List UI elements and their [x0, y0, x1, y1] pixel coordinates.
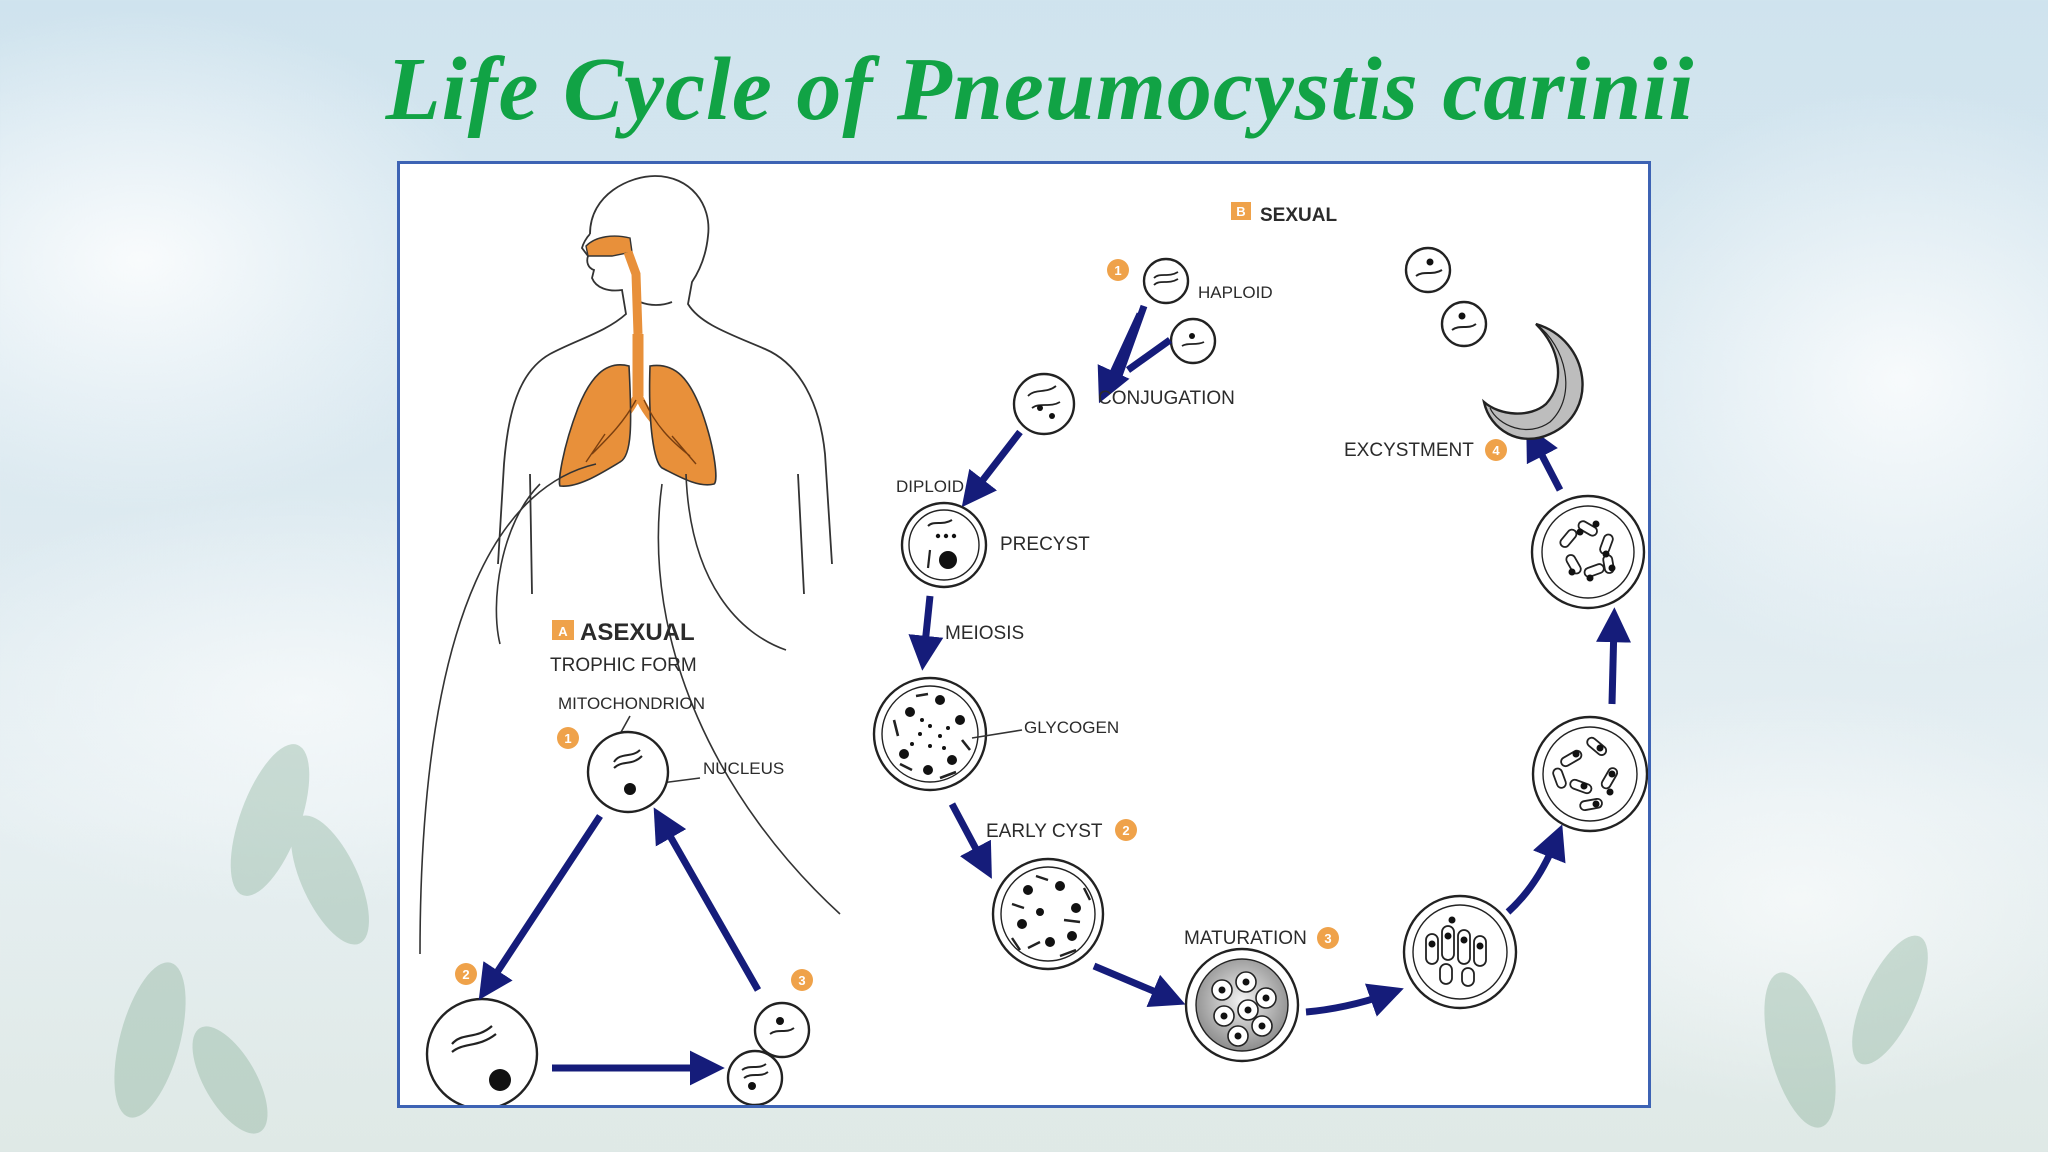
asexual-step1-number: 1 — [564, 731, 571, 746]
asexual-badge-letter: A — [558, 624, 568, 639]
maturation-label: MATURATION — [1184, 928, 1307, 949]
meiosis-arrow — [908, 595, 944, 671]
haploid-cells — [1142, 257, 1217, 365]
asexual-badge — [552, 620, 574, 640]
mature-cyst-cell-2 — [1531, 715, 1648, 833]
sexual-section: B SEXUAL 1 HAPLOID CONJUGATION DIPLOID — [872, 202, 1648, 1063]
diagram-panel: A ASEXUAL TROPHIC FORM MITOCHONDRION NUC… — [397, 161, 1651, 1108]
human-body-outline — [497, 175, 833, 595]
maturation-cyst-cell — [1184, 947, 1300, 1063]
asexual-section: A ASEXUAL TROPHIC FORM MITOCHONDRION NUC… — [425, 619, 813, 1105]
arrow-to-mature-cyst-2 — [1505, 824, 1566, 915]
asexual-step2-number: 2 — [462, 967, 469, 982]
sexual-badge-letter: B — [1236, 204, 1245, 219]
respiratory-tract — [558, 235, 717, 487]
sexual-step1-badge — [1107, 259, 1129, 281]
arrow-to-maturation — [1092, 962, 1186, 1008]
sexual-step3-number: 3 — [1324, 931, 1331, 946]
sexual-step1-number: 1 — [1114, 263, 1121, 278]
asexual-step1-badge — [557, 727, 579, 749]
arrow-to-excystment — [1526, 425, 1564, 492]
haploid-label: HAPLOID — [1198, 283, 1273, 302]
asexual-arrow-3-to-1 — [653, 807, 762, 992]
asexual-heading: ASEXUAL — [580, 619, 695, 646]
arrow-to-early-cyst — [948, 802, 992, 879]
arrow-to-mature-cyst-1 — [1305, 983, 1404, 1017]
nucleus-label: NUCLEUS — [703, 759, 784, 778]
sexual-step4-number: 4 — [1492, 443, 1500, 458]
meiosis-label: MEIOSIS — [945, 623, 1024, 644]
arrow-to-mature-cyst-3 — [1596, 607, 1632, 705]
asexual-step2-badge — [455, 963, 477, 985]
excystment-label: EXCYSTMENT — [1344, 440, 1474, 461]
asexual-arrow-1-to-2 — [478, 814, 603, 1001]
ruptured-cyst — [1482, 322, 1584, 440]
mature-cyst-cell-3 — [1530, 494, 1646, 610]
conjugation-label: CONJUGATION — [1098, 388, 1235, 409]
arrow-to-precyst — [961, 429, 1023, 508]
glycogen-label: GLYCOGEN — [1024, 718, 1119, 737]
sexual-step3-badge — [1317, 927, 1339, 949]
sexual-badge — [1231, 202, 1251, 220]
sexual-step2-badge — [1115, 819, 1137, 841]
trophic-form-label: TROPHIC FORM — [550, 655, 697, 676]
precyst-cell — [900, 501, 988, 589]
binary-fission-cells — [726, 1001, 811, 1105]
released-trophozoites — [1404, 246, 1488, 348]
life-cycle-diagram: A ASEXUAL TROPHIC FORM MITOCHONDRION NUC… — [419, 175, 1648, 1105]
early-cyst-cell — [991, 857, 1105, 971]
mitochondrion-label: MITOCHONDRION — [558, 694, 705, 713]
early-cyst-label: EARLY CYST — [986, 821, 1103, 842]
sexual-step2-number: 2 — [1122, 823, 1129, 838]
sexual-step4-badge — [1485, 439, 1507, 461]
page-title: Life Cycle of Pneumocystis carinii — [385, 40, 1695, 139]
mature-cyst-cell-1 — [1402, 894, 1518, 1010]
glycogen-cell — [872, 676, 988, 792]
trophic-cell — [586, 730, 670, 814]
asexual-step3-badge — [791, 969, 813, 991]
infection-lines — [419, 463, 841, 955]
sexual-heading: SEXUAL — [1260, 205, 1337, 226]
diploid-label: DIPLOID — [896, 477, 964, 496]
enlarged-trophic-cell — [425, 997, 539, 1105]
asexual-step3-number: 3 — [798, 973, 805, 988]
precyst-label: PRECYST — [1000, 534, 1090, 555]
conjugation-arrow — [1097, 312, 1144, 404]
conjugation-cell — [1012, 372, 1076, 436]
